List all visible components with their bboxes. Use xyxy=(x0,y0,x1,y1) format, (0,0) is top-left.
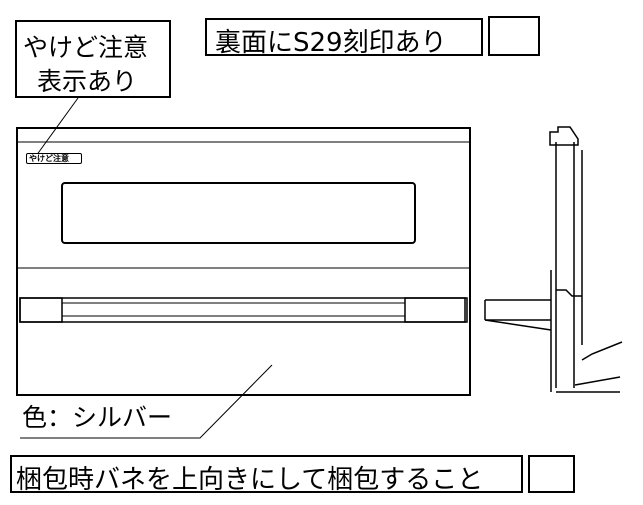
stamp-note-text: 裏面にS29刻印あり xyxy=(215,28,447,58)
burn-warning-callout: やけど注意 表示あり xyxy=(15,20,171,98)
front-panel xyxy=(16,127,471,396)
handle-end-right xyxy=(404,297,466,323)
leader-color xyxy=(20,364,273,439)
packing-note-callout: 梱包時バネを上向きにして梱包すること xyxy=(10,455,523,495)
stamp-note-callout: 裏面にS29刻印あり xyxy=(205,18,483,58)
packing-check-box xyxy=(528,455,575,493)
stamp-check-box xyxy=(488,16,540,56)
handle-end-left xyxy=(19,297,63,323)
handle-bar xyxy=(19,297,468,323)
side-view xyxy=(484,126,623,393)
color-note: 色：シルバー xyxy=(22,403,173,432)
warning-tag-text: やけど注意 xyxy=(29,154,69,163)
burn-warning-line1: やけど注意 xyxy=(23,33,149,62)
warning-tag: やけど注意 xyxy=(26,153,82,164)
burn-warning-line2: 表示あり xyxy=(37,67,138,96)
leader-burn-warning xyxy=(35,97,79,157)
display-window xyxy=(61,182,416,244)
packing-note-text: 梱包時バネを上向きにして梱包すること xyxy=(16,465,484,495)
